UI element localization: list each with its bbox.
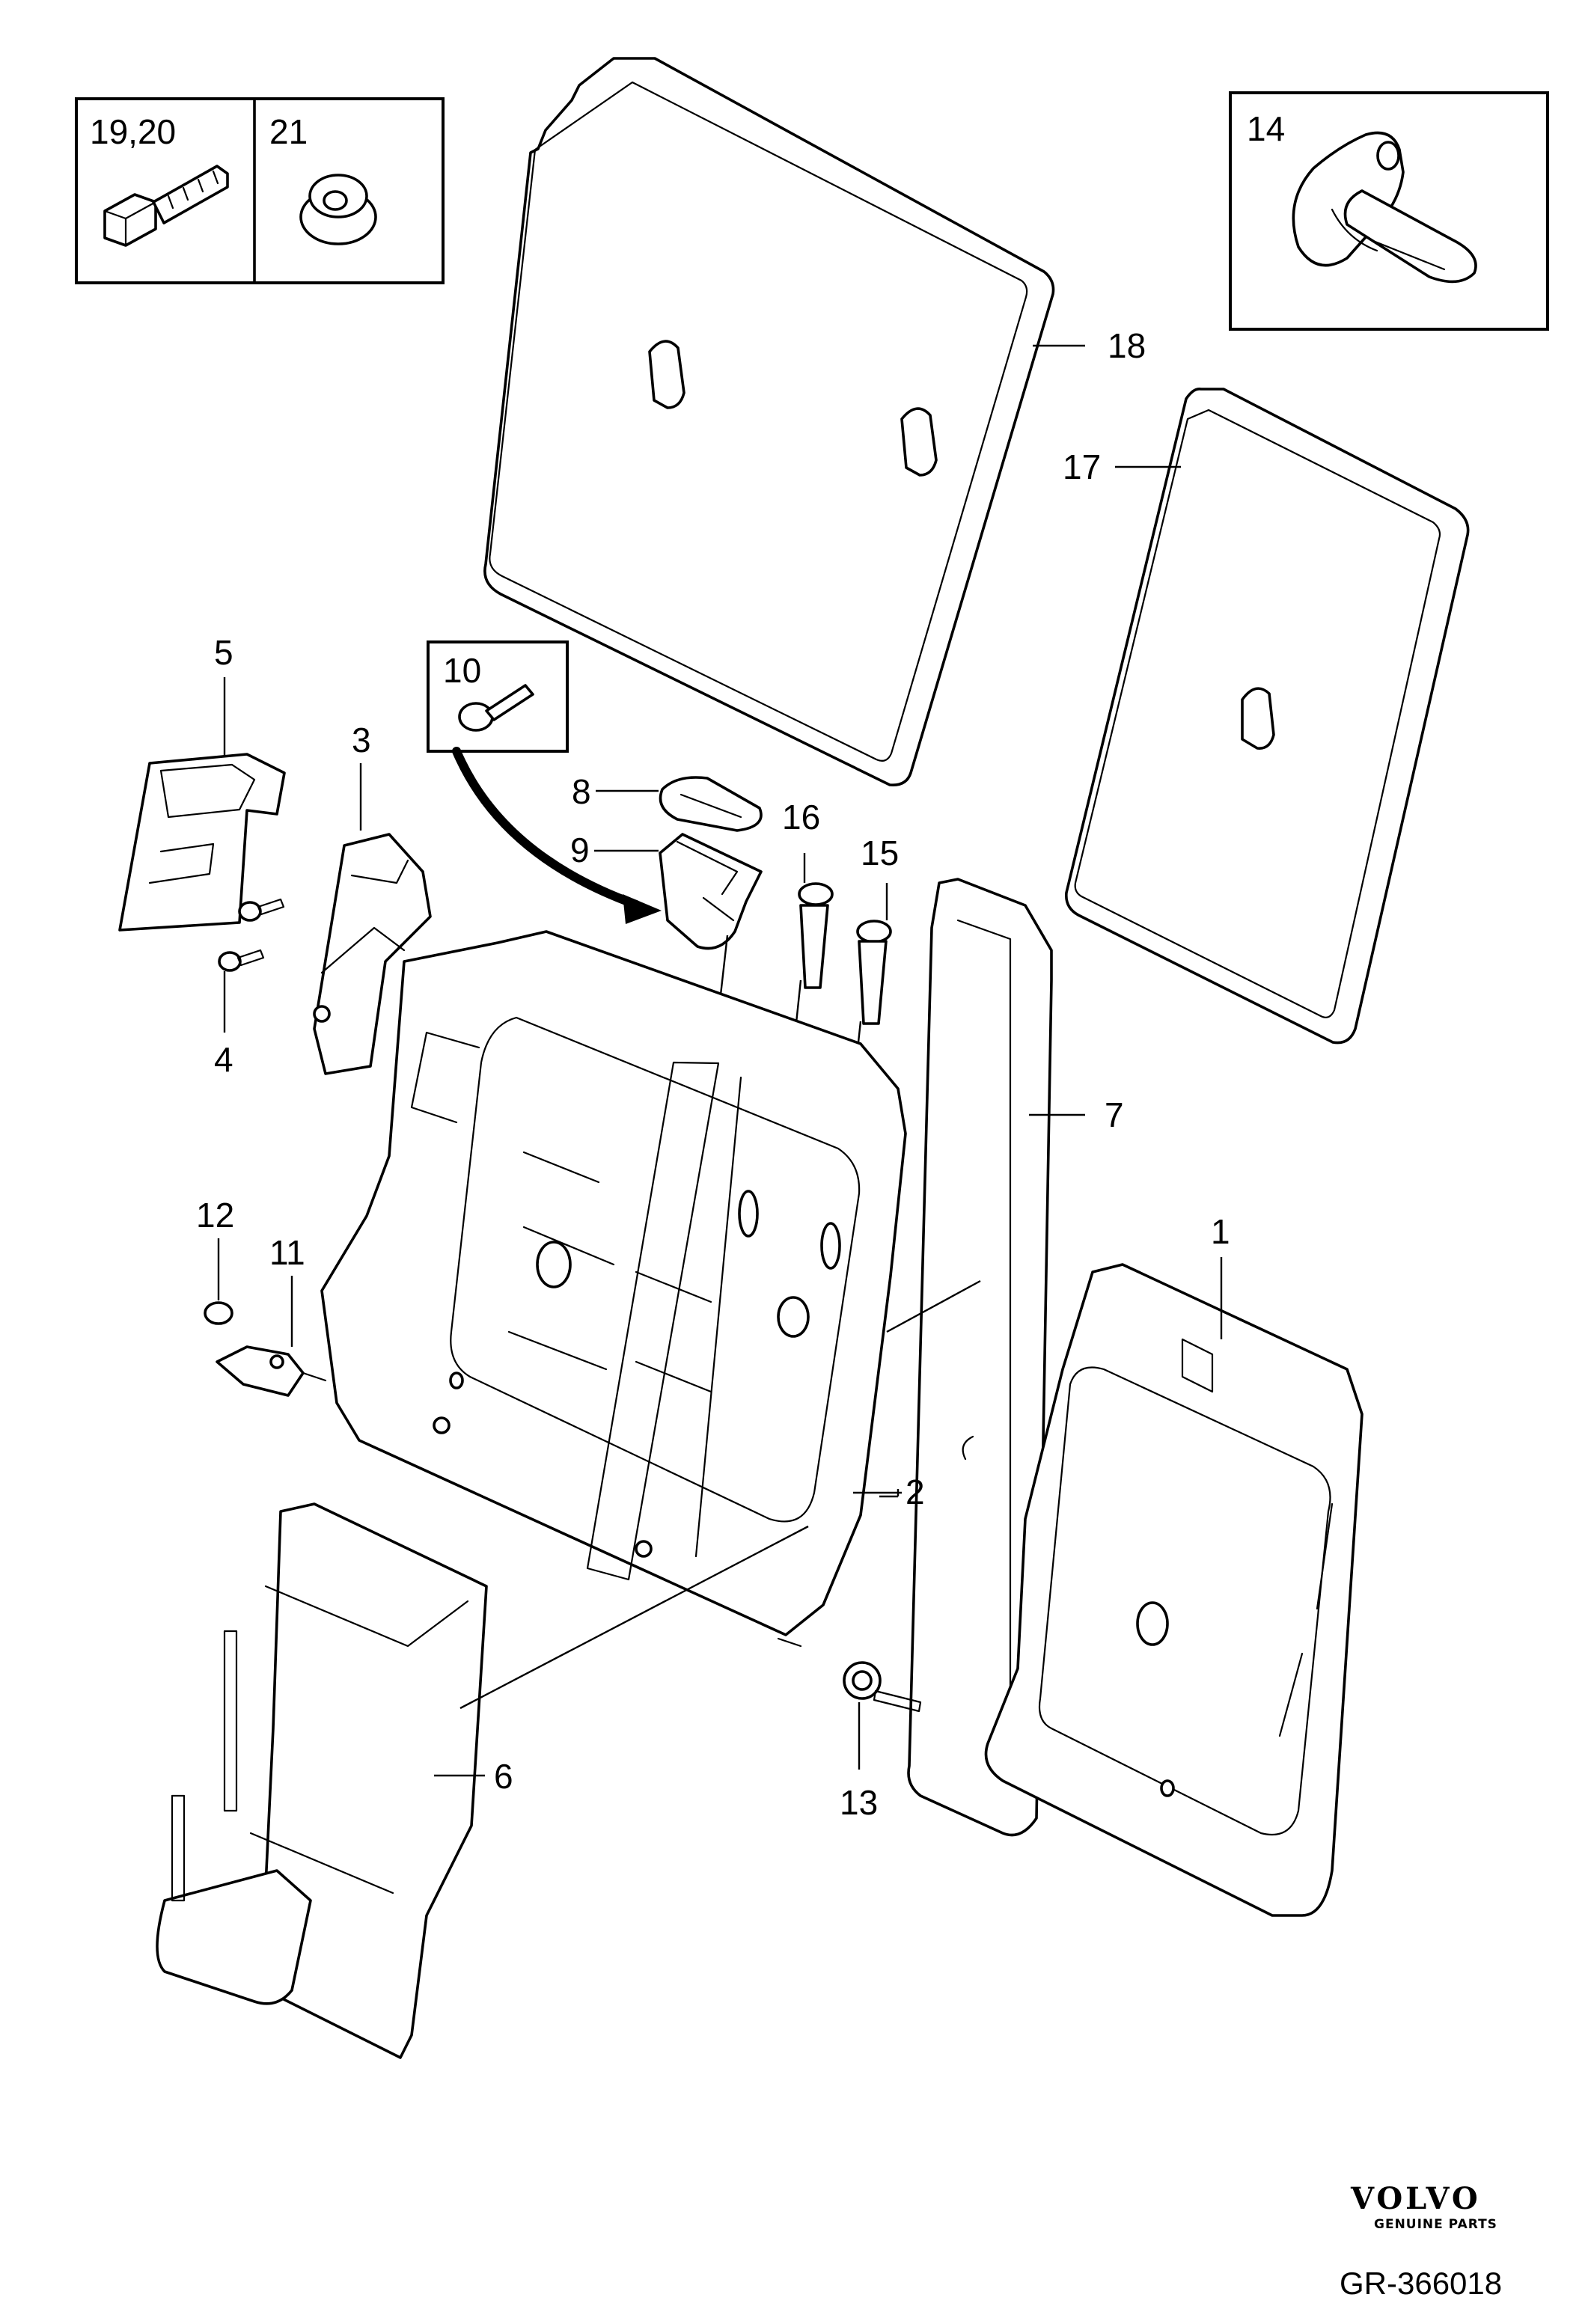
diagram-reference-number: GR-366018 — [1340, 2266, 1502, 2301]
part-6-armrest: 6 — [156, 1502, 809, 2059]
anchor-hook-icon — [1292, 131, 1477, 284]
callout-8: 8 — [572, 772, 591, 811]
screw-icon — [458, 684, 534, 732]
callout-5: 5 — [214, 633, 233, 672]
brand-tagline: GENUINE PARTS — [1374, 2217, 1497, 2232]
part-16-pin: 16 — [777, 798, 834, 1194]
callout-10: 10 — [443, 651, 481, 690]
callout-7: 7 — [1105, 1095, 1124, 1134]
callout-11: 11 — [269, 1233, 305, 1272]
part-3-hinge-bracket: 3 — [313, 721, 432, 1075]
screw-inset-box: 10 — [427, 640, 662, 924]
callout-14: 14 — [1247, 109, 1285, 148]
part-15-pin: 15 — [837, 834, 899, 1232]
callout-3: 3 — [352, 721, 371, 759]
callout-4: 4 — [214, 1040, 233, 1079]
hook-inset-box: 14 — [1229, 91, 1549, 331]
callout-15: 15 — [861, 834, 899, 872]
callout-12: 12 — [196, 1196, 234, 1235]
part-2-backrest-frame: 2 — [320, 930, 981, 1648]
volvo-logo: VOLVO GENUINE PARTS — [1350, 2181, 1497, 2232]
callout-6: 6 — [494, 1757, 513, 1796]
callout-19-20: 19,20 — [90, 112, 176, 151]
part-17-side-panel: 17 — [1063, 387, 1470, 1045]
part-5-belt-guide: 5 — [118, 633, 286, 932]
callout-1: 1 — [1211, 1212, 1230, 1251]
callout-17: 17 — [1063, 447, 1101, 486]
flange-bolt-icon — [103, 165, 229, 247]
part-13-screw: 13 — [840, 1661, 922, 1822]
part-11-latch-plate: 11 — [216, 1233, 327, 1397]
fastener-inset-box: 19,20 21 — [75, 97, 445, 284]
part-18-rear-panel: 18 — [483, 57, 1146, 786]
part-4-screws: 4 — [214, 898, 285, 1079]
callout-9: 9 — [570, 831, 590, 869]
brand-name: VOLVO — [1350, 2181, 1481, 2216]
flange-nut-icon — [299, 174, 377, 245]
callout-16: 16 — [782, 798, 820, 837]
part-12-nut: 12 — [196, 1196, 234, 1325]
callout-21: 21 — [269, 112, 308, 151]
callout-2: 2 — [906, 1473, 925, 1511]
part-9-release-handle: 9 — [570, 831, 763, 1048]
callout-13: 13 — [840, 1783, 878, 1822]
part-7-side-trim: 7 — [907, 878, 1124, 1837]
part-1-backrest-frame: 1 — [984, 1212, 1364, 1917]
callout-18: 18 — [1108, 326, 1146, 365]
part-8-handle-cover: 8 — [572, 772, 763, 832]
